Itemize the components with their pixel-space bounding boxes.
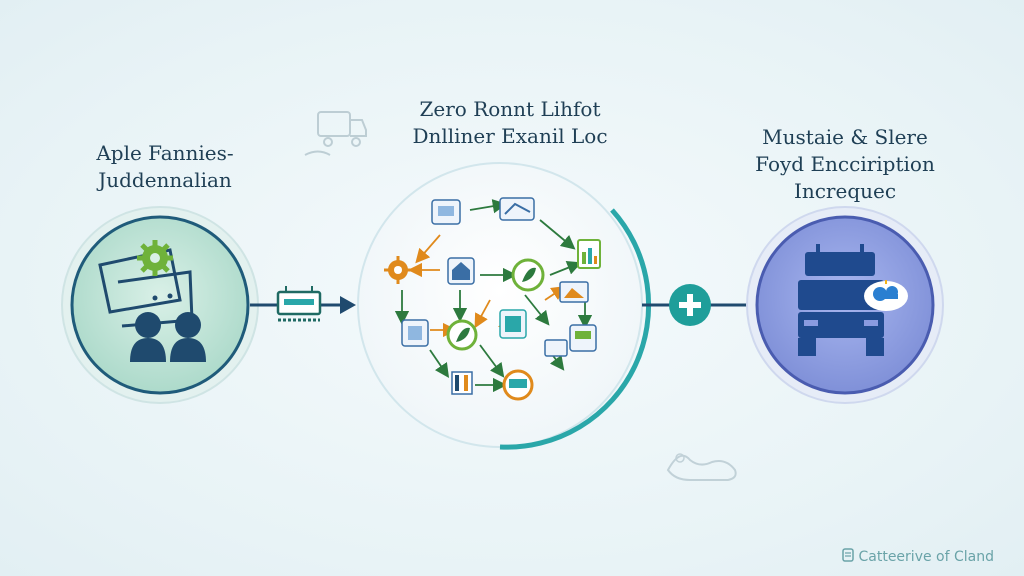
left-node-label: Aple Fannies- Juddennalian	[60, 140, 270, 194]
truck-mini-icon	[502, 369, 534, 401]
plus-icon	[669, 284, 711, 326]
module-icon	[559, 281, 589, 303]
footer-text: Catteerive of Cland	[858, 549, 994, 565]
hand-sketch-icon	[666, 453, 737, 481]
chart-icon	[577, 239, 601, 269]
left-node	[61, 206, 259, 404]
leaf-icon	[511, 258, 545, 292]
center-node	[357, 162, 652, 450]
gear-icon	[384, 256, 412, 284]
connector-right	[642, 284, 748, 326]
module-icon	[499, 309, 527, 339]
right-node-label: Mustaie & Slere Foyd Encciription Increq…	[735, 124, 955, 205]
people-icon	[130, 312, 206, 362]
label-line: Aple Fannies-	[96, 141, 234, 165]
cloud-badge-icon	[864, 280, 908, 311]
right-node	[746, 206, 944, 404]
gear-icon	[137, 240, 173, 276]
label-line: Mustaie & Slere	[762, 125, 928, 149]
truck-icon	[798, 244, 884, 356]
router-icon	[276, 286, 322, 322]
module-icon	[447, 257, 475, 285]
label-line: Dnlliner Exanil Loc	[412, 124, 608, 148]
module-icon	[499, 197, 535, 221]
label-line: Foyd Encciription	[755, 152, 935, 176]
center-node-label: Zero Ronnt Lihfot Dnlliner Exanil Loc	[370, 96, 650, 150]
module-icon	[401, 319, 429, 347]
connector-left	[250, 286, 356, 322]
footer-brand: Catteerive of Cland	[842, 548, 994, 566]
module-icon	[431, 199, 461, 225]
label-line: Juddennalian	[98, 168, 232, 192]
label-line: Zero Ronnt Lihfot	[419, 97, 601, 121]
truck-sketch-icon	[304, 111, 367, 156]
module-icon	[544, 339, 568, 357]
module-icon	[569, 324, 597, 352]
label-line: Increquec	[793, 179, 897, 203]
network-graph	[384, 197, 601, 401]
cloud-icon	[842, 548, 855, 566]
bar-icon	[451, 371, 473, 395]
leaf-icon	[446, 319, 478, 351]
